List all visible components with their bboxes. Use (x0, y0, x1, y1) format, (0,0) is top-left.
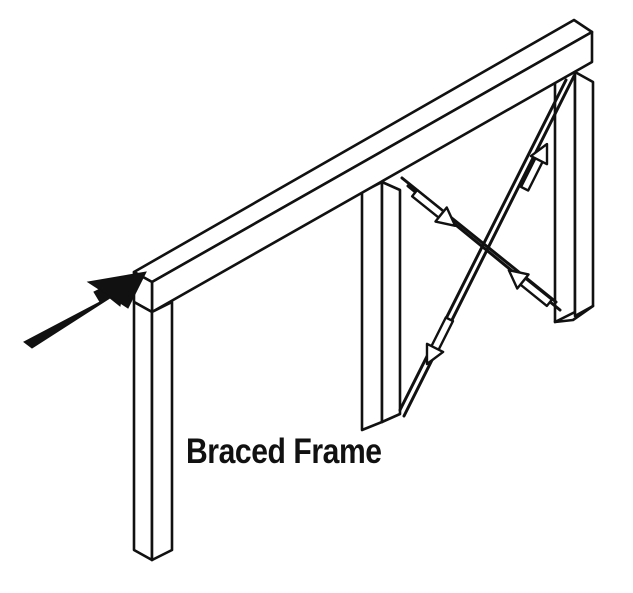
force-arrow-icon (519, 142, 549, 192)
middle-post (360, 180, 402, 432)
top-beam (132, 18, 594, 314)
right-post (553, 70, 595, 324)
diagram-caption: Braced Frame (186, 432, 382, 471)
force-arrow-icon (410, 188, 457, 227)
force-arrows (410, 142, 554, 366)
lateral-load-arrow-icon (23, 271, 147, 349)
left-post (132, 300, 174, 562)
force-arrow-icon (507, 269, 554, 308)
force-arrow-icon (425, 316, 455, 366)
